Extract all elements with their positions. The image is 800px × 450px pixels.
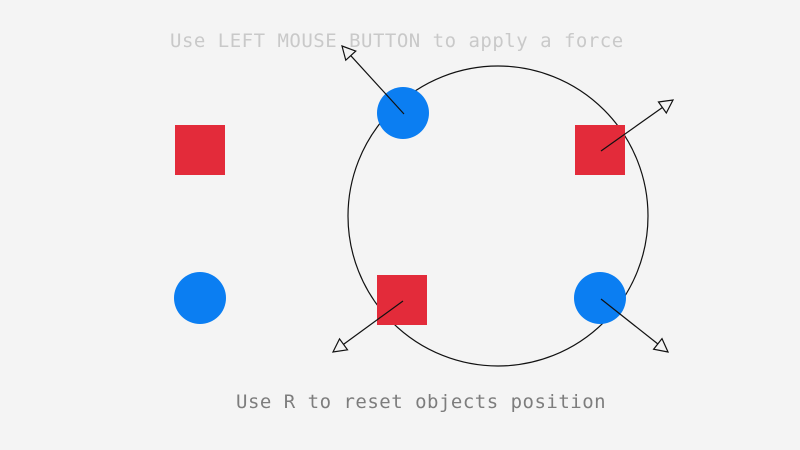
arrow-head-icon xyxy=(341,45,357,62)
arrow-shaft xyxy=(600,298,660,346)
red-square-right[interactable] xyxy=(575,125,625,175)
arrow-head-icon xyxy=(331,337,349,353)
red-square-bottom[interactable] xyxy=(377,275,427,325)
force-arrow-top-right xyxy=(600,99,675,152)
blue-circle-free-left[interactable] xyxy=(174,272,226,324)
arrow-head-icon xyxy=(657,99,675,115)
arrow-head-icon xyxy=(652,337,670,353)
force-arrows-layer xyxy=(331,45,675,353)
arrow-shaft xyxy=(349,53,405,115)
force-arrow-bottom-right xyxy=(600,298,670,353)
force-arrow-bottom-left xyxy=(331,300,404,353)
guide-circle xyxy=(347,65,649,367)
force-arrow-top-left xyxy=(341,45,405,115)
arrow-shaft xyxy=(600,105,665,152)
red-square-free-left[interactable] xyxy=(175,125,225,175)
blue-circle-bottom-right[interactable] xyxy=(574,272,626,324)
constraint-circle-layer xyxy=(347,65,649,367)
arrow-shaft xyxy=(341,300,404,346)
